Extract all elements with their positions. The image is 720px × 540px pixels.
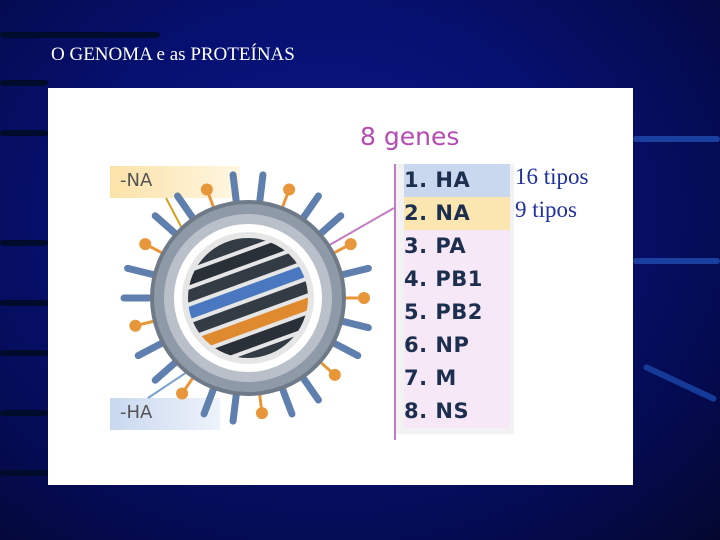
na-spike-head	[358, 292, 370, 304]
na-types-annotation: 9 tipos	[515, 197, 577, 222]
ha-spike	[277, 382, 296, 418]
background-streak	[0, 300, 48, 306]
background-streak	[0, 240, 48, 246]
ha-spike	[134, 338, 169, 360]
background-streak	[0, 470, 48, 476]
rnp-segment	[194, 307, 308, 358]
na-spike-head	[283, 183, 296, 196]
background-streak	[633, 136, 720, 142]
slide-title: O GENOMA e as PROTEÍNAS	[51, 44, 295, 65]
ha-spike	[151, 212, 182, 240]
gene-row: 7. M	[404, 362, 510, 395]
ha-spike	[335, 316, 372, 332]
background-streak	[633, 258, 720, 264]
gene-row: 1. HA	[404, 164, 510, 197]
gene-row: 4. PB1	[404, 263, 510, 296]
gene-row: 5. PB2	[404, 296, 510, 329]
na-spike-head	[129, 319, 142, 332]
ha-types-annotation: 16 tipos	[515, 164, 589, 189]
na-spike-head	[176, 387, 189, 400]
gene-row: 6. NP	[404, 329, 510, 362]
rnp-segment	[188, 247, 308, 307]
na-label: -NA	[110, 166, 240, 198]
na-spike-head	[200, 183, 213, 196]
ha-spike	[255, 171, 267, 209]
ha-spike	[297, 192, 322, 225]
background-streak	[0, 80, 48, 86]
background-streak	[0, 350, 48, 356]
background-streak	[0, 410, 48, 416]
ha-spike	[200, 382, 219, 418]
gene-row: 8. NS	[404, 395, 510, 428]
background-streak	[0, 130, 48, 136]
rnp-segment	[188, 277, 308, 337]
ha-spike	[327, 338, 362, 360]
ha-spike	[229, 387, 241, 425]
ha-spike	[335, 264, 372, 280]
rnp-segment-ha	[188, 262, 308, 322]
rnp-segment-na	[189, 292, 308, 353]
ha-spike	[174, 192, 199, 225]
ha-spike	[314, 212, 345, 240]
ha-spike	[229, 171, 241, 209]
na-spike-head	[139, 238, 152, 251]
gene-row: 2. NA	[404, 197, 510, 230]
rnp-segment	[188, 238, 303, 292]
ha-spike	[151, 356, 182, 384]
genes-heading: 8 genes	[360, 122, 460, 151]
influenza-virus-illustration	[120, 171, 395, 425]
na-spike-head	[328, 368, 341, 381]
background-streak	[0, 32, 160, 38]
gene-list-rule	[394, 164, 396, 440]
gene-row: 3. PA	[404, 230, 510, 263]
na-spike-head	[344, 238, 357, 251]
ha-spike	[124, 264, 161, 280]
na-spike-head	[255, 407, 268, 420]
background-streak	[642, 363, 718, 403]
ha-spike	[297, 371, 322, 404]
